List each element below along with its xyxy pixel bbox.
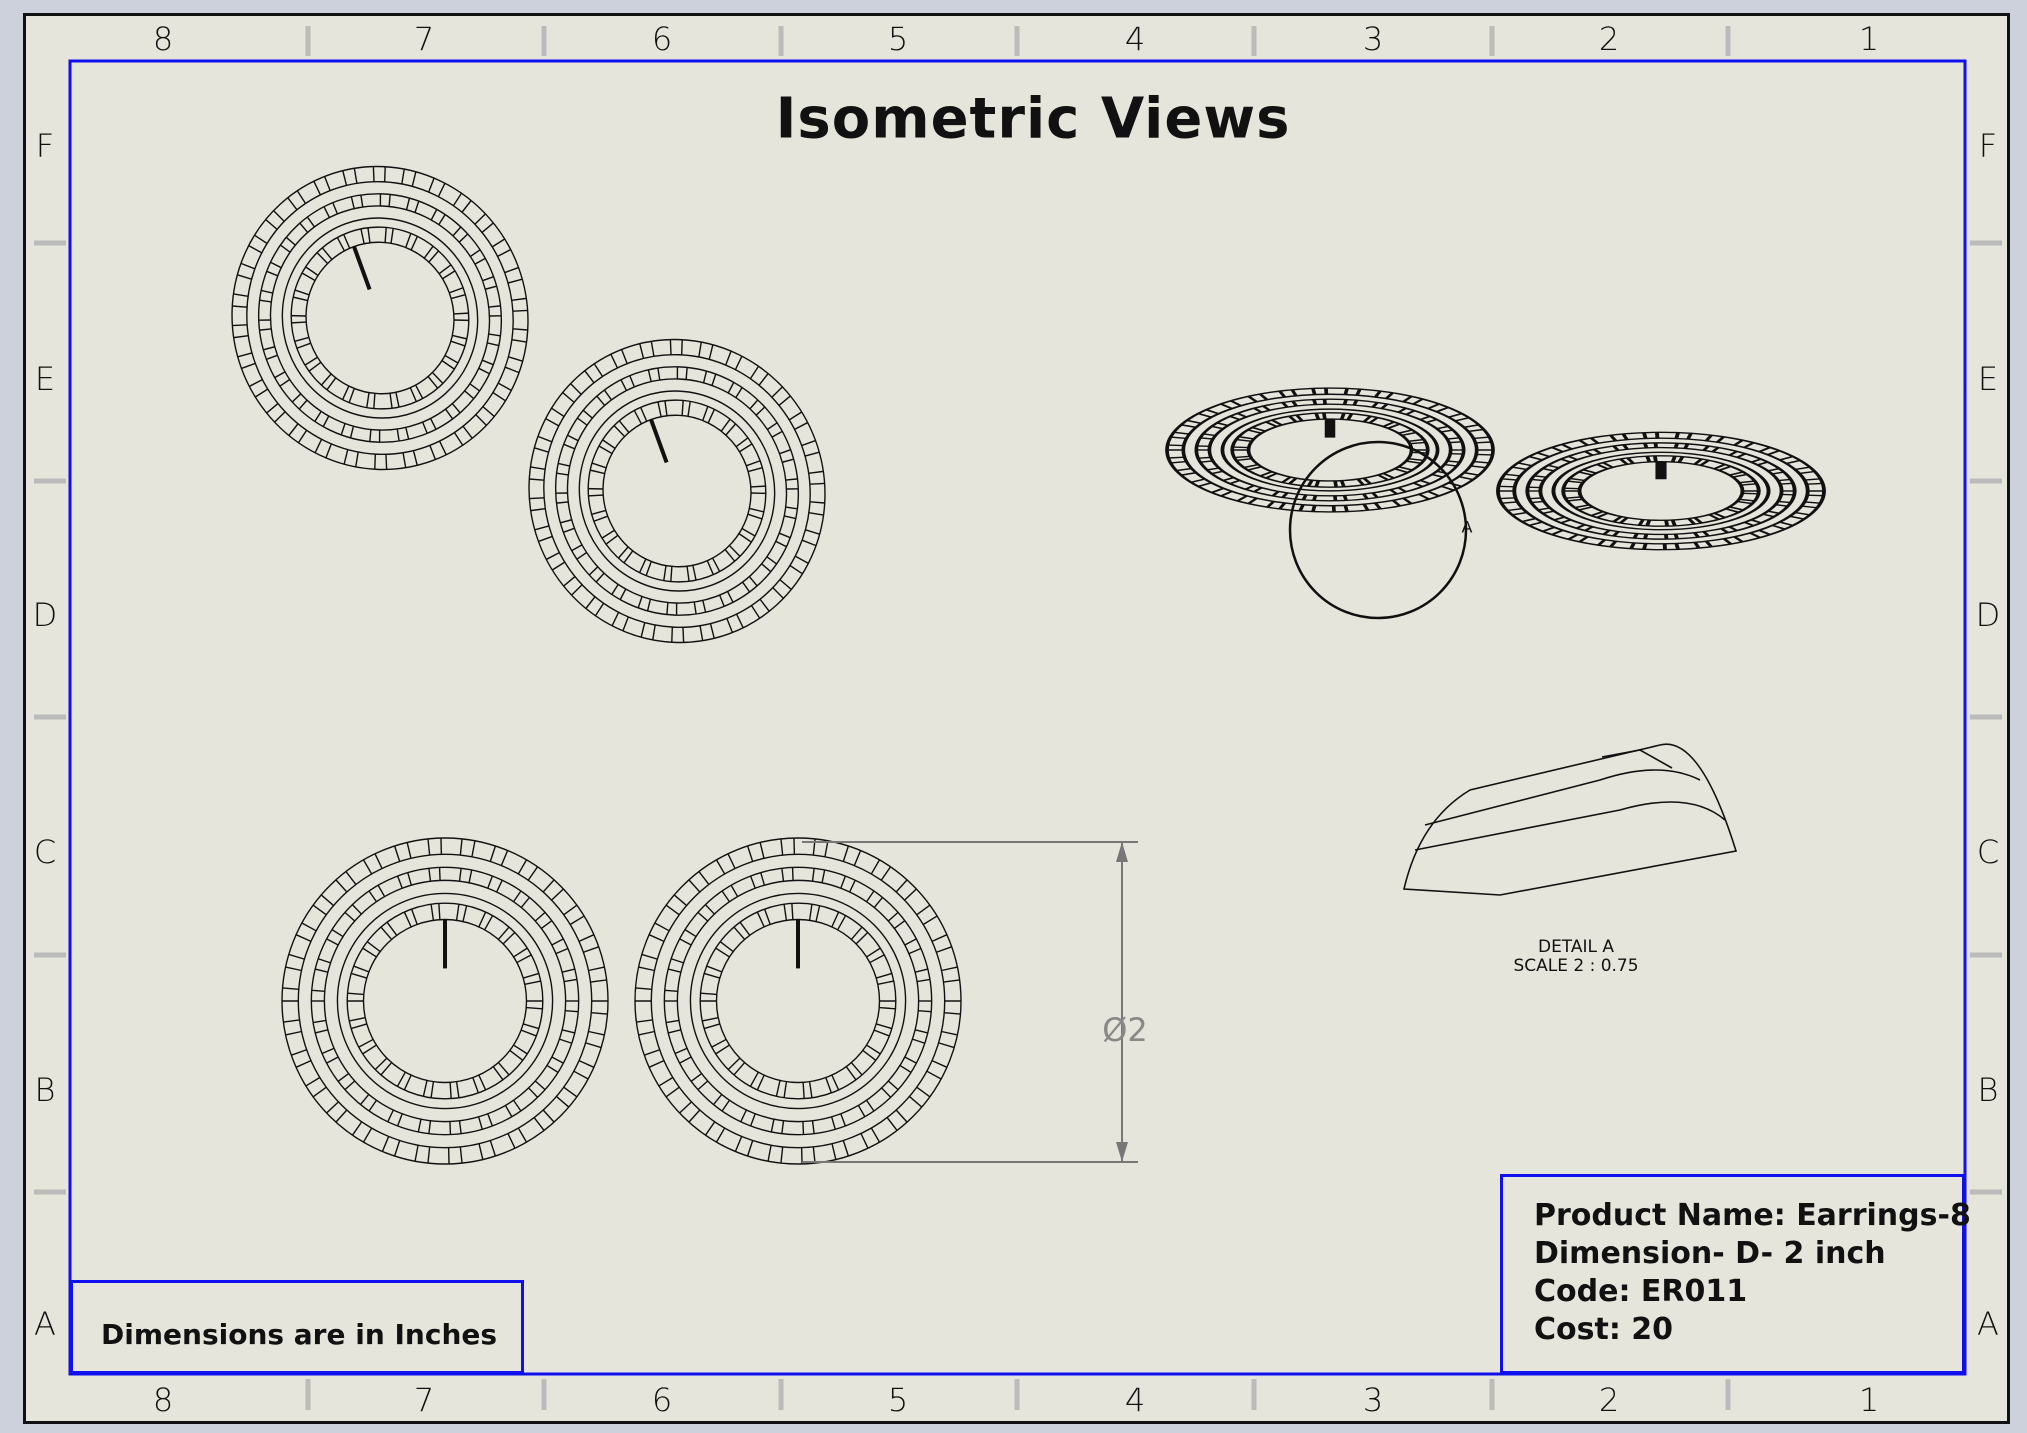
top-column-label: 4 xyxy=(1124,20,1146,58)
product-code: Code: ER011 xyxy=(1534,1274,1748,1309)
left-row-label: D xyxy=(32,596,58,634)
top-column-label: 6 xyxy=(651,20,673,58)
right-row-label: D xyxy=(1975,596,2001,634)
top-column-label: 5 xyxy=(887,20,909,58)
left-row-label: C xyxy=(33,833,57,871)
earring-top-view-1 xyxy=(231,165,529,471)
earring-views xyxy=(231,165,1826,1165)
right-row-label: F xyxy=(1978,127,1998,165)
left-row-label: F xyxy=(35,127,55,165)
zone-ticks xyxy=(34,26,2002,1410)
units-note: Dimensions are in Inches xyxy=(70,1280,524,1374)
detail-name: DETAIL A xyxy=(1537,937,1615,957)
detail-scale: SCALE 2 : 0.75 xyxy=(1513,956,1639,976)
earring-top-view-2 xyxy=(528,338,826,644)
bottom-column-label: 2 xyxy=(1598,1381,1620,1419)
product-dimension: Dimension- D- 2 inch xyxy=(1534,1236,1886,1271)
bottom-column-label: 7 xyxy=(413,1381,435,1419)
inner-border xyxy=(68,59,1967,1376)
top-column-label: 1 xyxy=(1858,20,1880,58)
left-row-label: B xyxy=(34,1071,56,1109)
detail-caption: DETAIL A SCALE 2 : 0.75 xyxy=(1513,938,1638,976)
top-column-label: 7 xyxy=(413,20,435,58)
right-row-label: E xyxy=(1977,360,1999,398)
top-column-label: 8 xyxy=(152,20,174,58)
diameter-dimension xyxy=(802,841,1138,1163)
page-title: Isometric Views xyxy=(775,86,1291,152)
diameter-label: Ø2 xyxy=(1102,1011,1148,1049)
top-column-label: 3 xyxy=(1362,20,1384,58)
top-column-label: 2 xyxy=(1598,20,1620,58)
detail-circle[interactable] xyxy=(1288,440,1468,620)
earring-front-view-1 xyxy=(281,837,609,1165)
bottom-column-label: 1 xyxy=(1858,1381,1880,1419)
product-name: Product Name: Earrings-8 xyxy=(1534,1198,1971,1233)
left-row-label: A xyxy=(34,1305,56,1343)
left-row-label: E xyxy=(34,360,56,398)
title-block: Product Name: Earrings-8 Dimension- D- 2… xyxy=(1500,1174,1971,1374)
bottom-column-label: 3 xyxy=(1362,1381,1384,1419)
detail-marker-label: A xyxy=(1461,517,1473,537)
earring-isometric-view-2 xyxy=(1496,431,1826,551)
right-row-label: C xyxy=(1976,833,2000,871)
earring-isometric-view-1 xyxy=(1165,387,1495,513)
right-row-label: A xyxy=(1977,1305,1999,1343)
bottom-column-label: 4 xyxy=(1124,1381,1146,1419)
bottom-column-label: 8 xyxy=(152,1381,174,1419)
detail-a-view xyxy=(1403,743,1738,896)
right-row-label: B xyxy=(1977,1071,1999,1109)
bottom-column-label: 5 xyxy=(887,1381,909,1419)
earring-front-view-2 xyxy=(634,837,962,1165)
product-cost: Cost: 20 xyxy=(1534,1312,1674,1347)
bottom-column-label: 6 xyxy=(651,1381,673,1419)
